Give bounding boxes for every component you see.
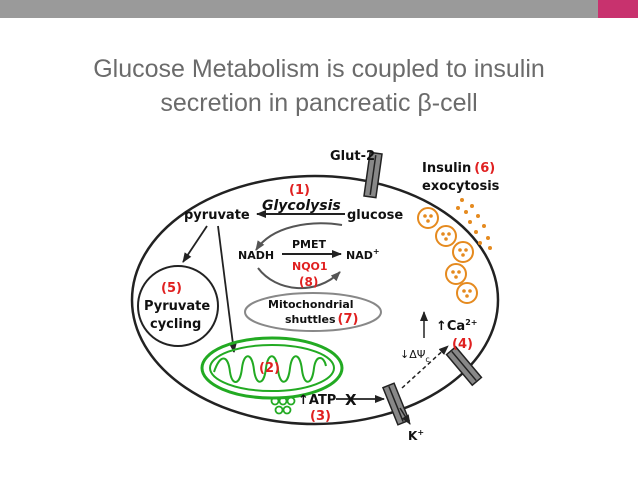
pyruvate-cycling-circle (137, 265, 219, 347)
header-bar (0, 0, 598, 18)
potassium-label: K+ (408, 428, 424, 443)
pyruvate-cycling-label: Pyruvate (144, 299, 210, 314)
atp-circles-icon (270, 396, 296, 415)
insulin-granules (417, 207, 478, 304)
k-efflux-arrow (399, 407, 411, 425)
pyruvate-label: pyruvate (184, 208, 250, 223)
katp-channel (381, 382, 411, 426)
glut2-label: Glut-2 (330, 149, 375, 164)
mito-shuttles-label-2: shuttles(7) (285, 312, 358, 327)
nad-label: NAD+ (346, 247, 380, 262)
mito-shuttles-label-1: Mitochondrial (268, 298, 354, 311)
atp-label: ↑ATP (298, 393, 336, 408)
slide-title: Glucose Metabolism is coupled to insulin… (20, 52, 618, 120)
granule-cores (423, 214, 472, 298)
nadh-label: NADH (238, 249, 274, 262)
title-line-1: Glucose Metabolism is coupled to insulin (93, 55, 545, 83)
nqo1-label: NQO1 (292, 260, 328, 273)
calcium-channel (445, 345, 483, 387)
pyruvate-cycling-number: (5) (161, 281, 182, 296)
katp-block-mark: X (345, 391, 357, 409)
pmet-label: PMET (292, 238, 327, 251)
calcium-label: ↑Ca2+ (436, 318, 478, 334)
glycolysis-label: Glycolysis (262, 198, 341, 214)
header-accent (598, 0, 638, 18)
nad-cycle-arrow-bottom (257, 267, 341, 290)
glut2-transporter (363, 151, 383, 199)
atp-number: (3) (310, 409, 331, 424)
pyruvate-to-cycling-arrow (182, 225, 208, 263)
glucose-label: glucose (347, 208, 403, 223)
nad-cycle-arrow-top (255, 222, 343, 251)
mitochondria-number: (2) (259, 361, 280, 376)
glycolysis-number: (1) (289, 183, 310, 198)
depolarization-arrow (401, 345, 449, 389)
nqo1-number: (8) (299, 275, 318, 289)
calcium-number: (4) (452, 337, 473, 352)
depolarization-label: ↓ΔΨc (400, 348, 430, 364)
cell-membrane (130, 174, 500, 426)
exocytosis-label: exocytosis (422, 179, 500, 194)
mitochondrial-shuttles-oval (244, 292, 382, 332)
secreted-insulin-dots (456, 198, 492, 250)
title-line-2: secretion in pancreatic β-cell (160, 89, 478, 117)
insulin-label: Insulin(6) (422, 161, 495, 176)
cycling-label: cycling (150, 317, 201, 332)
pyruvate-to-mito-arrow (217, 225, 237, 353)
